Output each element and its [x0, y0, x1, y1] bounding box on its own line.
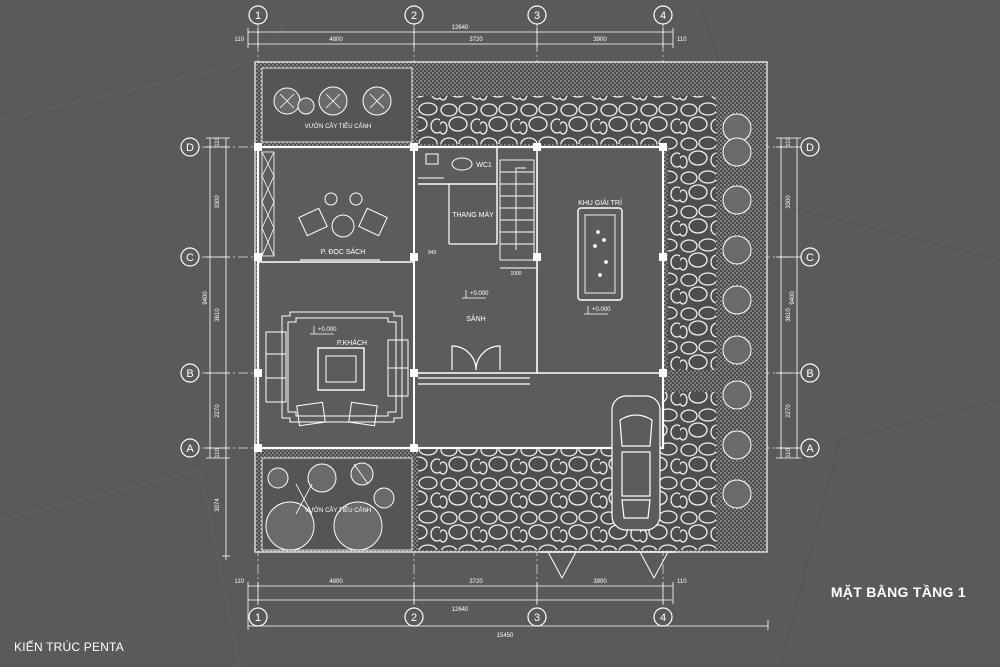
- svg-text:B: B: [186, 368, 193, 380]
- room-label-garden-bottom: VƯỜN CÂY TIỂU CẢNH: [305, 507, 371, 514]
- dim-bottom-overall: 15450: [497, 633, 514, 639]
- top-garden: [261, 67, 413, 143]
- svg-text:4: 4: [660, 612, 666, 624]
- dim-left-segment-2: 3610: [215, 308, 221, 322]
- dimension-top: [247, 28, 674, 48]
- living-furniture: [265, 311, 409, 427]
- car-icon: [611, 395, 661, 531]
- grid-bubbles: 1 2 3 4 1 2 3 4 D C B A D C B A: [180, 5, 820, 627]
- dim-left-total: 9400: [203, 291, 209, 305]
- svg-text:C: C: [806, 252, 814, 264]
- grid-bubble-right-C: C: [800, 247, 820, 267]
- grid-bubble-right-B: B: [800, 363, 820, 383]
- grid-bubble-bottom-1: 1: [248, 607, 268, 627]
- level-label-hall: +0.000: [470, 291, 489, 297]
- dim-right-edge-top: 110: [786, 137, 792, 147]
- dim-hall-left: 940: [428, 250, 437, 256]
- grid-bubble-bottom-2: 2: [404, 607, 424, 627]
- dim-right-segment-2: 3610: [786, 308, 792, 322]
- svg-text:A: A: [186, 443, 194, 455]
- grid-bubble-left-A: A: [180, 438, 200, 458]
- svg-text:A: A: [806, 443, 814, 455]
- dim-stair: 1000: [510, 271, 521, 277]
- grid-bubble-top-2: 2: [404, 5, 424, 25]
- level-markers: [310, 290, 608, 335]
- grid-bubble-top-3: 3: [527, 5, 547, 25]
- room-label-living: P.KHÁCH: [337, 338, 367, 347]
- level-label-living: +0.000: [318, 327, 337, 333]
- dim-right-segment-3: 2270: [786, 404, 792, 418]
- room-label-reading: P. ĐỌC SÁCH: [321, 247, 366, 256]
- svg-text:C: C: [186, 252, 194, 264]
- dim-left-edge-top: 110: [215, 137, 221, 147]
- dim-top-segment-2: 3720: [469, 37, 483, 43]
- grid-bubble-left-D: D: [180, 137, 200, 157]
- stone-paving-top: [418, 96, 716, 144]
- svg-text:D: D: [186, 142, 194, 154]
- reading-furniture: [298, 192, 388, 238]
- grid-bubble-left-B: B: [180, 363, 200, 383]
- svg-text:2: 2: [411, 612, 417, 624]
- columns: [254, 143, 667, 452]
- svg-text:1: 1: [255, 10, 261, 22]
- svg-text:3: 3: [534, 612, 540, 624]
- svg-text:2: 2: [411, 10, 417, 22]
- svg-text:1: 1: [255, 612, 261, 624]
- dim-top-edge-right: 110: [677, 37, 687, 43]
- room-label-elevator: THANG MÁY: [452, 210, 494, 219]
- room-label-entertainment: KHU GIẢI TRÍ: [578, 198, 622, 207]
- dimension-right: [776, 137, 801, 459]
- bookshelf: [261, 151, 380, 261]
- wc-fixtures: [418, 153, 473, 179]
- dimension-bottom: [247, 582, 769, 630]
- dim-left-extra: 3074: [215, 498, 221, 512]
- brand-label: KIẾN TRÚC PENTA: [14, 640, 124, 654]
- main-door: [418, 345, 530, 385]
- grid-bubble-bottom-3: 3: [527, 607, 547, 627]
- dim-top-segment-1: 4800: [329, 37, 343, 43]
- bottom-garden: [261, 457, 413, 551]
- billiard-table: [577, 207, 623, 301]
- svg-text:4: 4: [660, 10, 666, 22]
- level-label-entertainment: +0.000: [592, 307, 611, 313]
- dim-top-total: 12640: [452, 25, 469, 31]
- dim-left-segment-3: 2270: [215, 404, 221, 418]
- drawing-title: MẶT BẰNG TẦNG 1: [830, 584, 966, 600]
- dim-bottom-edge-left: 110: [234, 579, 244, 585]
- svg-text:B: B: [806, 368, 813, 380]
- stone-paving-right: [668, 144, 716, 370]
- grid-bubble-left-C: C: [180, 247, 200, 267]
- dimension-left: [206, 137, 230, 560]
- dim-right-segment-1: 3300: [786, 195, 792, 209]
- grid-bubble-right-A: A: [800, 438, 820, 458]
- dim-right-edge-bottom: 110: [786, 448, 792, 458]
- dim-right-total: 9400: [790, 291, 796, 305]
- dim-top-edge-left: 110: [234, 37, 244, 43]
- grid-bubble-bottom-4: 4: [653, 607, 673, 627]
- dim-bottom-segment-1: 4800: [329, 579, 343, 585]
- gate: [540, 551, 676, 580]
- dim-top-segment-3: 3900: [593, 37, 607, 43]
- dim-bottom-edge-right: 110: [677, 579, 687, 585]
- right-trees: [722, 113, 752, 509]
- room-label-wc: WC1: [476, 162, 492, 169]
- dim-left-edge-bottom: 110: [215, 448, 221, 458]
- stair: [499, 159, 537, 269]
- dim-bottom-total: 12640: [452, 607, 469, 613]
- grid-bubble-top-1: 1: [248, 5, 268, 25]
- dim-bottom-segment-3: 3900: [593, 579, 607, 585]
- grid-bubble-top-4: 4: [653, 5, 673, 25]
- svg-text:D: D: [806, 142, 814, 154]
- dim-left-segment-1: 3300: [215, 195, 221, 209]
- room-label-garden-top: VƯỜN CÂY TIỂU CẢNH: [305, 123, 371, 130]
- room-label-hall: SẢNH: [466, 314, 485, 323]
- svg-text:3: 3: [534, 10, 540, 22]
- grid-bubble-right-D: D: [800, 137, 820, 157]
- yard-strip: [418, 373, 663, 392]
- dim-bottom-segment-2: 3720: [469, 579, 483, 585]
